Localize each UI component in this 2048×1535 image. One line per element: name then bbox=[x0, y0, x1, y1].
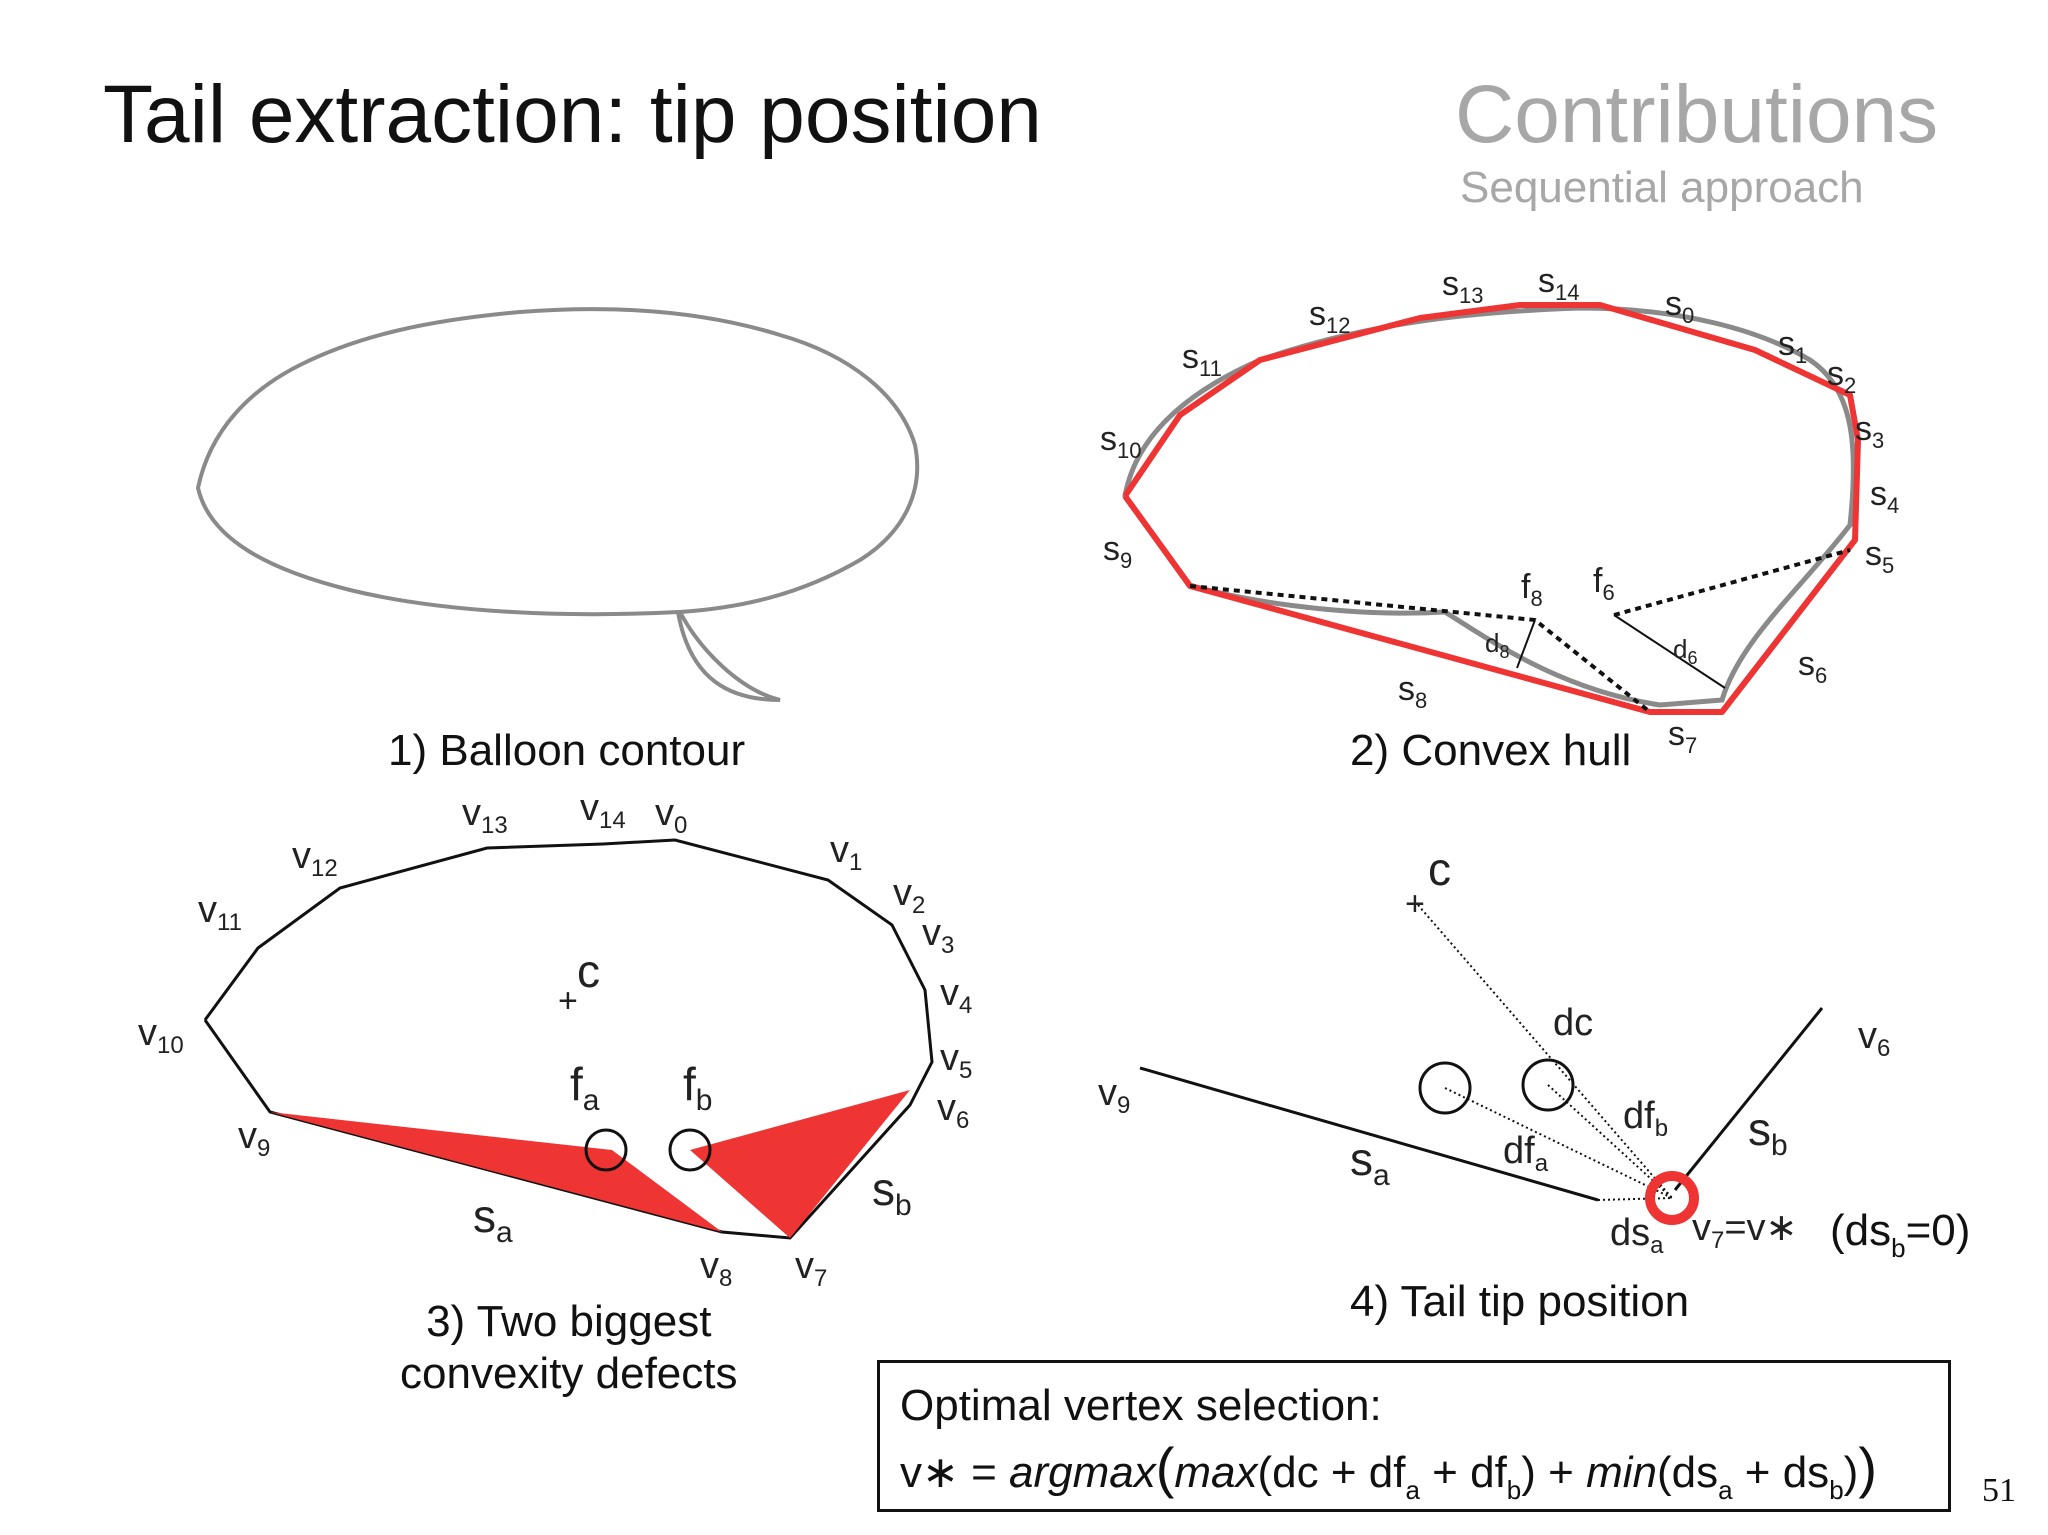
formula-expression: v∗ = argmax(max(dc + dfa + dfb) + min(ds… bbox=[900, 1436, 1877, 1506]
caption-balloon: 1) Balloon contour bbox=[388, 726, 746, 775]
defect-label-v3: v3 bbox=[922, 912, 954, 959]
hull-label-s13: s13 bbox=[1442, 265, 1483, 308]
tip-label-dfa: dfa bbox=[1503, 1130, 1549, 1177]
defects-polygon bbox=[203, 838, 934, 1240]
defect-f6-line bbox=[1613, 548, 1851, 617]
defect-b-fill bbox=[690, 1090, 910, 1238]
hull-label-s5: s5 bbox=[1865, 535, 1894, 578]
segment-sa bbox=[1139, 1066, 1599, 1202]
defect-label-v14: v14 bbox=[580, 787, 626, 834]
defect-label-sb: sb bbox=[872, 1163, 912, 1222]
hull-label-d8: d8 bbox=[1485, 628, 1509, 662]
caption-defects: 3) Two biggest convexity defects bbox=[400, 1296, 738, 1400]
formula-heading: Optimal vertex selection: bbox=[900, 1381, 1382, 1430]
defect-label-v7: v7 bbox=[795, 1245, 827, 1292]
defect-label-v6: v6 bbox=[937, 1087, 969, 1134]
tip-center-marker: + bbox=[1405, 885, 1425, 923]
tip-label-v6: v6 bbox=[1858, 1015, 1890, 1062]
tip-label-sa: sa bbox=[1350, 1133, 1390, 1192]
tip-label-v9: v9 bbox=[1098, 1072, 1130, 1119]
subsection-heading: Sequential approach bbox=[1460, 163, 1864, 212]
fb-marker bbox=[668, 1128, 712, 1172]
caption-tip: 4) Tail tip position bbox=[1350, 1277, 1690, 1326]
caption-defects-line2: convexity defects bbox=[400, 1349, 738, 1398]
convex-hull-figure: s0 s1 s2 s3 s4 s5 s6 s7 s8 s9 s10 s11 s1… bbox=[1100, 262, 1899, 758]
hull-label-s4: s4 bbox=[1870, 475, 1899, 518]
hull-label-s9: s9 bbox=[1103, 530, 1132, 573]
d6-line bbox=[1613, 614, 1726, 689]
caption-defects-line1: 3) Two biggest bbox=[426, 1297, 712, 1346]
center-marker: + bbox=[558, 982, 578, 1020]
caption-hull: 2) Convex hull bbox=[1350, 726, 1632, 775]
hull-label-s11: s11 bbox=[1182, 338, 1222, 381]
tip-label-dfb: dfb bbox=[1623, 1095, 1668, 1142]
hull-label-s14: s14 bbox=[1538, 262, 1579, 305]
defect-label-v1: v1 bbox=[830, 829, 862, 876]
slide-title: Tail extraction: tip position bbox=[103, 69, 1042, 160]
hull-label-d6: d6 bbox=[1673, 634, 1697, 668]
defect-label-v9: v9 bbox=[238, 1115, 270, 1162]
tip-note: (dsb=0) bbox=[1830, 1206, 1971, 1263]
section-heading: Contributions bbox=[1455, 69, 1939, 160]
hull-label-s6: s6 bbox=[1798, 645, 1827, 688]
tip-label-c: c bbox=[1428, 843, 1451, 895]
hull-label-s0: s0 bbox=[1665, 285, 1694, 328]
defect-label-v2: v2 bbox=[893, 872, 925, 919]
defect-label-v10: v10 bbox=[138, 1012, 184, 1059]
fa-circle bbox=[1418, 1061, 1472, 1115]
tip-figure: + c dc dfb dfa sa sb v9 v6 dsa v7=v∗ bbox=[1098, 843, 1890, 1259]
defect-label-sa: sa bbox=[473, 1190, 513, 1249]
d8-line bbox=[1516, 619, 1536, 669]
defect-label-v4: v4 bbox=[940, 972, 972, 1019]
hull-label-s2: s2 bbox=[1827, 355, 1856, 398]
hull-label-f6: f6 bbox=[1593, 562, 1615, 605]
tip-equation: v7=v∗ bbox=[1692, 1207, 1797, 1254]
hull-label-s8: s8 bbox=[1398, 670, 1427, 713]
defect-label-v5: v5 bbox=[940, 1037, 972, 1084]
defect-label-v8: v8 bbox=[700, 1245, 732, 1292]
hull-polygon bbox=[1122, 302, 1861, 715]
defect-label-v13: v13 bbox=[462, 792, 508, 839]
defect-label-c: c bbox=[577, 945, 600, 997]
fa-marker bbox=[584, 1128, 628, 1172]
defect-label-fa: fa bbox=[570, 1058, 600, 1117]
defect-label-fb: fb bbox=[683, 1058, 712, 1117]
defect-label-v11: v11 bbox=[198, 889, 242, 936]
dfa-line bbox=[1444, 1087, 1673, 1199]
defects-figure: + v0 v1 v2 v3 v4 v5 v6 v7 v8 v9 v10 v11 … bbox=[138, 787, 972, 1292]
tip-label-dc: dc bbox=[1553, 1002, 1593, 1044]
balloon-contour bbox=[195, 307, 920, 702]
hull-label-s10: s10 bbox=[1100, 420, 1141, 463]
tip-label-sb: sb bbox=[1748, 1103, 1788, 1162]
hull-label-s3: s3 bbox=[1855, 410, 1884, 453]
hull-label-s1: s1 bbox=[1778, 325, 1807, 368]
defect-a-fill bbox=[270, 1112, 722, 1232]
page-number: 51 bbox=[1982, 1472, 2016, 1509]
hull-label-s12: s12 bbox=[1309, 295, 1350, 338]
fb-circle bbox=[1521, 1058, 1575, 1112]
segment-sb bbox=[1673, 1007, 1824, 1191]
formula-box: Optimal vertex selection: v∗ = argmax(ma… bbox=[877, 1360, 1951, 1512]
tip-marker bbox=[1645, 1171, 1699, 1225]
defect-label-v12: v12 bbox=[292, 835, 338, 882]
dsa-line bbox=[1597, 1197, 1673, 1201]
hull-label-f8: f8 bbox=[1521, 568, 1543, 611]
defect-label-v0: v0 bbox=[655, 792, 687, 839]
hull-label-s7: s7 bbox=[1668, 715, 1697, 758]
